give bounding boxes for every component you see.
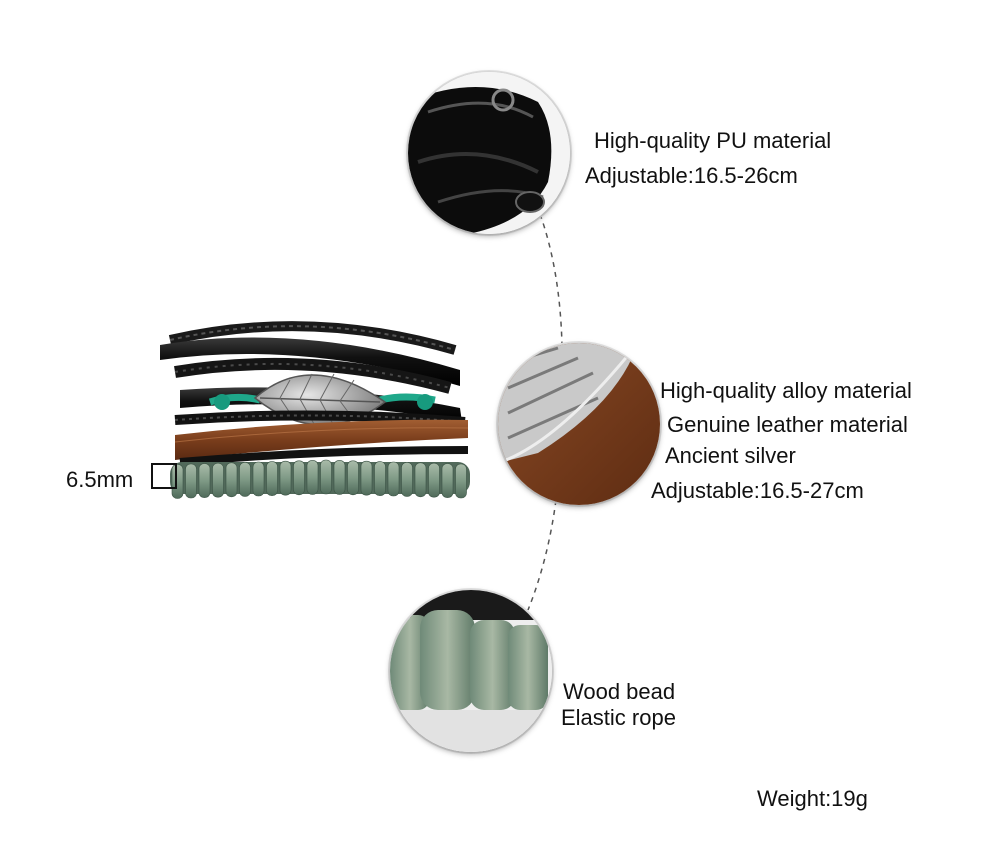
wood-bead xyxy=(428,462,440,498)
wood-bead xyxy=(360,460,373,496)
wood-bead xyxy=(198,463,211,498)
callout-pu-material: High-quality PU material xyxy=(594,128,832,153)
pu-material-closeup-image xyxy=(408,72,570,234)
bead-width-bracket xyxy=(151,463,177,489)
wood-bead xyxy=(320,459,332,495)
wood-bead-closeup-image xyxy=(390,590,552,752)
bracelet-stack-image xyxy=(150,310,480,520)
callout-leather-material: Genuine leather material xyxy=(667,412,908,437)
callout-ancient-silver: Ancient silver xyxy=(665,443,796,468)
callout-elastic-rope: Elastic rope xyxy=(561,705,676,730)
wood-bead xyxy=(266,461,278,496)
wood-bead xyxy=(306,460,319,495)
wood-bead xyxy=(401,462,413,497)
wood-bead xyxy=(212,462,224,498)
callout-wood-bead: Wood bead xyxy=(563,679,676,704)
weight-label: Weight:19g xyxy=(757,786,868,811)
callout-alloy-material: High-quality alloy material xyxy=(660,378,912,403)
bead-width-label: 6.5mm xyxy=(66,467,134,492)
wood-bead xyxy=(347,460,359,496)
callout-alloy-adjustable: Adjustable:16.5-27cm xyxy=(651,478,864,503)
wood-bead xyxy=(387,461,400,497)
alloy-leather-closeup-image xyxy=(498,343,660,505)
wood-bead xyxy=(239,462,251,497)
wood-bead xyxy=(374,461,386,496)
callout-pu-adjustable: Adjustable:16.5-26cm xyxy=(585,163,798,188)
wood-bead xyxy=(455,463,467,499)
wood-bead xyxy=(225,462,238,498)
wood-bead xyxy=(171,464,184,499)
wood-bead xyxy=(279,460,292,496)
wood-bead xyxy=(441,463,454,498)
wood-bead xyxy=(252,461,265,497)
wood-bead xyxy=(293,460,305,496)
wood-bead xyxy=(185,463,197,499)
wood-bead xyxy=(333,460,346,495)
wood-bead xyxy=(414,462,427,498)
